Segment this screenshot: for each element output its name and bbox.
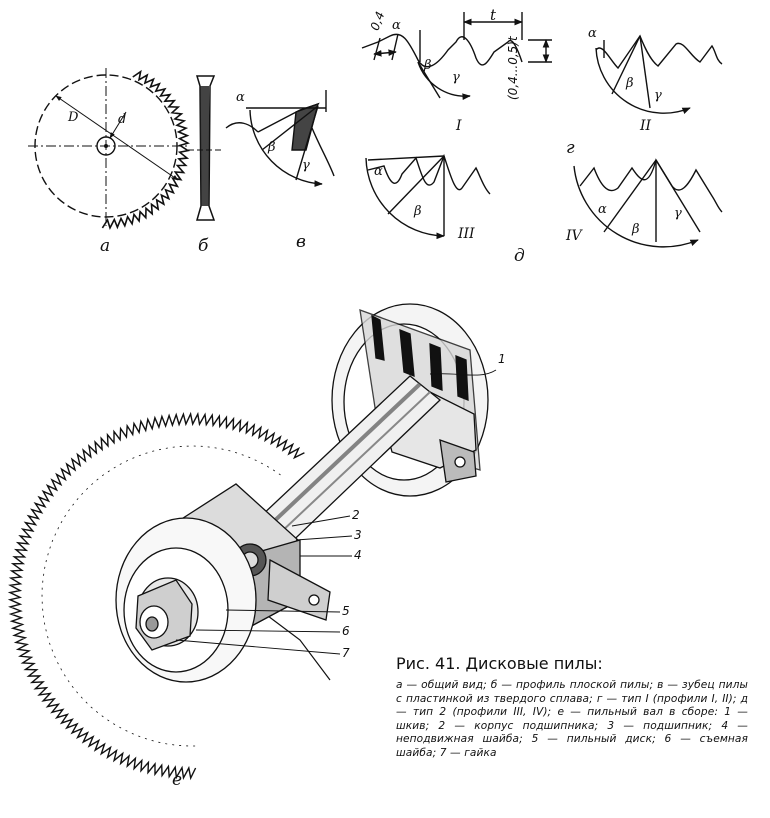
carbide-tooth (225, 90, 335, 187)
caption-text: а — общий вид; б — профиль плоской пилы;… (396, 679, 748, 759)
profile-label-III: III (458, 226, 475, 242)
dimension-depth: (0,4...0,5)t (506, 36, 520, 100)
angle-alpha-I: α (392, 18, 401, 33)
figure-caption: Рис. 41. Дисковые пилы: а — общий вид; б… (396, 654, 748, 761)
panel-label-b: б (198, 236, 209, 256)
dimension-d: d (118, 112, 127, 127)
angle-gamma-II: γ (654, 88, 662, 103)
profile-label-II: II (640, 118, 652, 134)
panel-label-e: е (172, 770, 183, 790)
callout-1: 1 (498, 352, 506, 366)
tooth-profile-III (365, 153, 491, 240)
tooth-profile-II (595, 34, 723, 114)
profile-label-I: I (456, 118, 462, 134)
callout-5: 5 (342, 604, 350, 618)
callout-6: 6 (342, 624, 350, 638)
angle-beta-II: β (626, 76, 634, 91)
angle-gamma-v: γ (302, 158, 310, 173)
saw-disc-teeth (7, 411, 305, 781)
panel-label-a: а (100, 236, 111, 256)
washers-and-nut (115, 517, 257, 683)
angle-alpha-II: α (588, 26, 597, 41)
angle-alpha-III: α (374, 164, 383, 179)
angle-gamma-I: γ (452, 70, 460, 85)
saw-shaft-assembly (7, 303, 497, 781)
callout-7: 7 (342, 646, 350, 660)
angle-alpha-v: α (236, 90, 245, 105)
dimension-D: D (68, 110, 79, 125)
callout-2: 2 (352, 508, 360, 522)
angle-beta-v: β (268, 140, 276, 155)
saw-flat-profile (188, 75, 222, 221)
panel-label-d: д (514, 246, 525, 266)
angle-gamma-IV: γ (674, 206, 682, 221)
angle-beta-IV: β (632, 222, 640, 237)
angle-beta-I: β (424, 58, 432, 73)
tooth-profile-IV (573, 158, 723, 248)
panel-label-v: в (296, 232, 306, 252)
angle-alpha-IV: α (598, 202, 607, 217)
callout-leaders (175, 369, 497, 655)
angle-beta-III: β (414, 204, 422, 219)
saw-general-view (28, 68, 190, 230)
callout-4: 4 (354, 548, 362, 562)
panel-label-g: г (566, 138, 575, 158)
callout-3: 3 (354, 528, 362, 542)
profile-label-IV: IV (566, 228, 582, 244)
tooth-profile-I (361, 12, 552, 101)
caption-title: Рис. 41. Дисковые пилы: (396, 654, 603, 673)
dimension-t: t (490, 6, 497, 24)
